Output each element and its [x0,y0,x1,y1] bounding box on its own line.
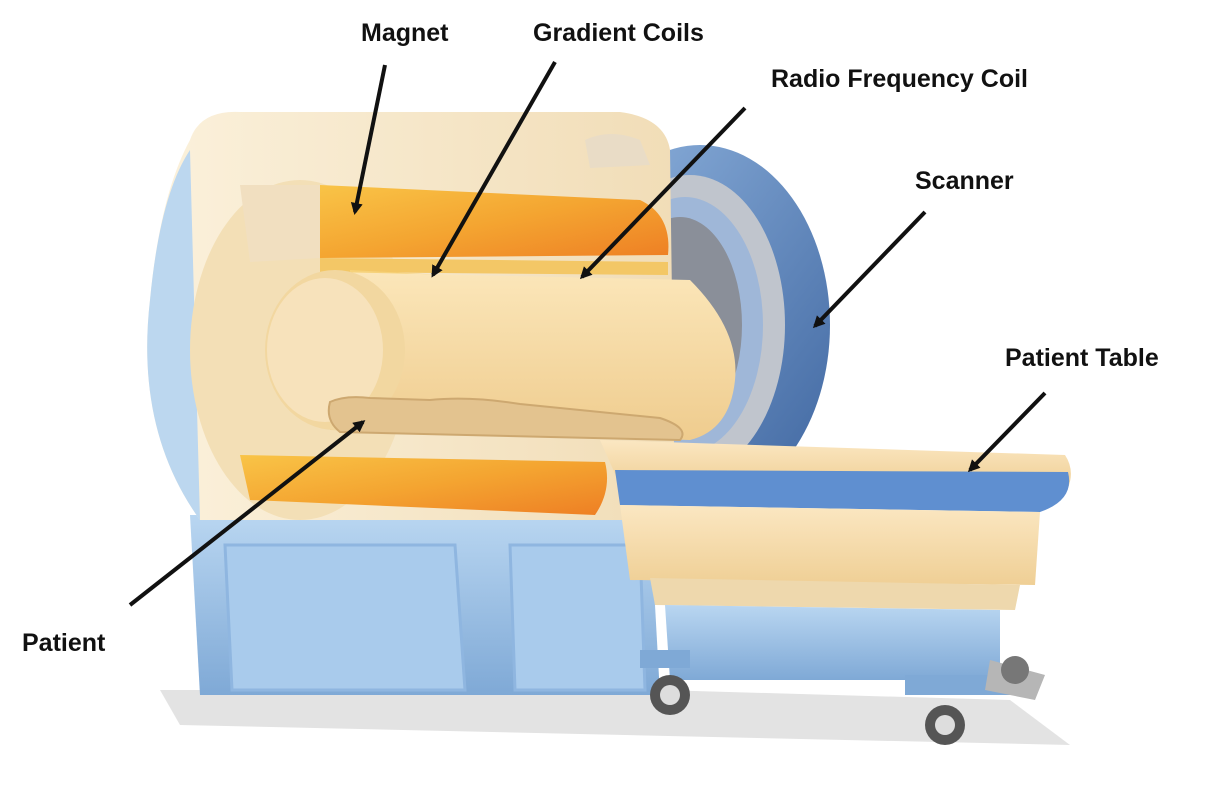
arrow-rf-coil [579,106,747,280]
patient-table [600,440,1071,700]
table-wheels [650,656,1029,745]
arrow-scanner [812,210,927,329]
label-scanner: Scanner [915,167,1014,195]
magnet [240,185,669,515]
label-gradient-coils: Gradient Coils [533,19,704,47]
arrow-magnet [350,64,387,215]
label-magnet: Magnet [361,19,449,47]
rf-coil-bore [265,270,736,440]
label-patient: Patient [22,629,106,657]
floor-shadow [160,690,1070,745]
arrow-patient [128,420,366,607]
label-patient-table: Patient Table [1005,344,1159,372]
patient-figure [327,396,684,442]
arrow-gradient-coils [431,61,557,278]
label-arrows [128,61,1047,607]
arrow-patient-table [967,391,1047,473]
label-radio-frequency-coil: Radio Frequency Coil [771,65,1028,93]
scanner-base [190,515,660,695]
